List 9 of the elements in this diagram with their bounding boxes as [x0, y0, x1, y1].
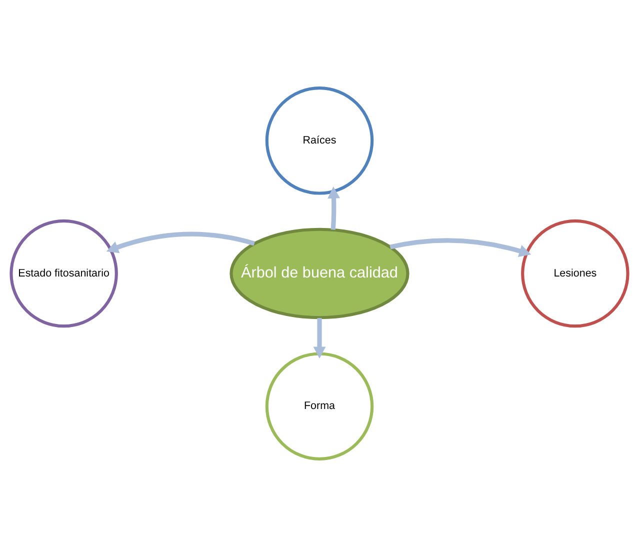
arrow — [106, 231, 255, 253]
node-circle: Lesiones — [521, 218, 630, 328]
node-circle: Raíces — [265, 86, 374, 194]
node-ellipse: Árbol de buena calidad — [230, 227, 410, 319]
arrow — [390, 238, 532, 256]
arrow — [328, 186, 340, 230]
arrow — [313, 318, 326, 358]
node-circle: Forma — [265, 352, 374, 460]
node-circle: Estado fitosanitario — [10, 218, 118, 328]
